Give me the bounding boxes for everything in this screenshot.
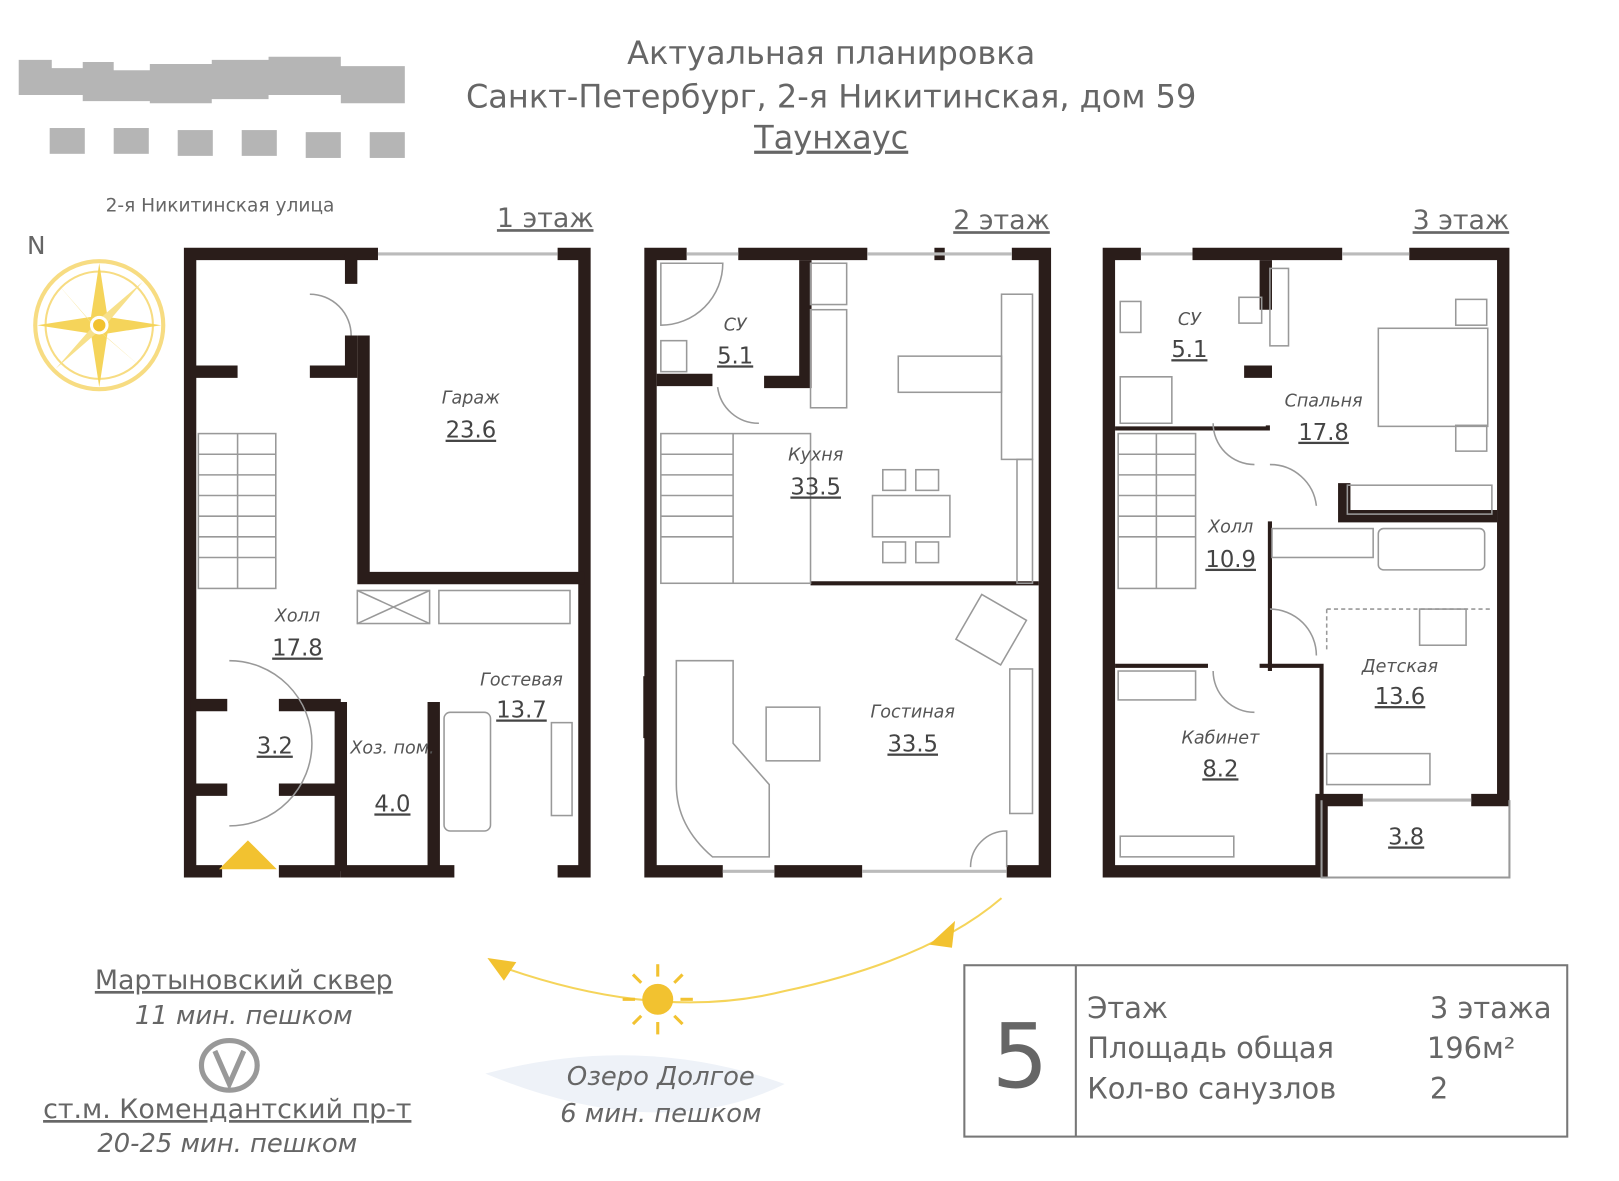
room-area: 4.0: [374, 791, 410, 817]
room-area: 13.6: [1375, 684, 1426, 710]
room-area: 33.5: [887, 732, 938, 758]
room-name: Холл: [274, 606, 320, 626]
room-name: СУ: [1178, 310, 1202, 330]
property-type: Таунхаус: [753, 119, 908, 157]
logo: [18, 56, 405, 158]
lake-name: Озеро Долгое: [567, 1062, 755, 1092]
room-area: 23.6: [446, 418, 497, 444]
entrance-marker-icon: [219, 840, 277, 870]
room-area: 17.8: [1298, 420, 1349, 446]
park-name: Мартыновский сквер: [95, 965, 393, 996]
compass-rose-icon: [33, 259, 166, 392]
floor-3-label: 3 этаж: [1413, 205, 1510, 236]
room-name: Детская: [1361, 657, 1438, 677]
floor-1-label: 1 этаж: [497, 203, 594, 234]
summary-value: 2: [1430, 1071, 1448, 1105]
room-name: Кабинет: [1181, 728, 1260, 748]
room-area: 5.1: [1171, 337, 1207, 363]
north-label: N: [27, 231, 46, 260]
sun-icon: [622, 964, 693, 1035]
street-label: 2-я Никитинская улица: [106, 196, 335, 217]
room-name: Спальня: [1285, 392, 1363, 412]
room-name: СУ: [724, 315, 748, 335]
room-area: 17.8: [272, 636, 323, 662]
room-name: Гостевая: [480, 670, 563, 690]
summary-label: Площадь общая: [1087, 1031, 1334, 1065]
room-area: 33.5: [790, 474, 841, 500]
sun-path: [485, 897, 1003, 1113]
floor-3-plan: СУ 5.1 Спальня 17.8 Холл 10.9 Детская 13…: [1102, 247, 1511, 879]
room-area: 3.8: [1388, 824, 1424, 850]
floor-2-plan: СУ 5.1 Кухня 33.5 Гостиная 33.5: [643, 247, 1052, 878]
address: Санкт-Петербург, 2-я Никитинская, дом 59: [466, 77, 1196, 115]
room-area: 13.7: [496, 697, 547, 723]
summary-label: Этаж: [1087, 991, 1168, 1025]
room-area: 10.9: [1205, 547, 1256, 573]
metro-logo-icon: [198, 1038, 260, 1093]
summary-label: Кол-во санузлов: [1087, 1071, 1336, 1105]
summary-value: 196м²: [1427, 1031, 1516, 1065]
summary-value: 3 этажа: [1430, 991, 1552, 1025]
room-name: Кухня: [788, 445, 843, 465]
room-area: 3.2: [257, 734, 293, 760]
room-name: Хоз. пом.: [349, 739, 434, 759]
floor-1-plan: Гараж 23.6 Холл 17.8 3.2 Хоз. пом. 4.0 Г…: [183, 247, 591, 878]
room-area: 8.2: [1202, 756, 1238, 782]
room-area: 5.1: [717, 343, 753, 369]
metro-time: 20-25 мин. пешком: [97, 1129, 357, 1159]
room-name: Холл: [1207, 518, 1253, 538]
townhouse-number: 5: [992, 1005, 1048, 1108]
room-name: Гостиная: [870, 702, 955, 722]
lake-time: 6 мин. пешком: [560, 1099, 761, 1129]
summary-box: 5 Этаж 3 этажа Площадь общая 196м² Кол-в…: [963, 964, 1569, 1138]
room-name: Гараж: [442, 389, 500, 409]
page-title: Актуальная планировка: [627, 34, 1035, 72]
floor-2-label: 2 этаж: [953, 205, 1050, 236]
park-time: 11 мин. пешком: [135, 1001, 353, 1031]
metro-name: ст.м. Комендантский пр-т: [43, 1094, 411, 1125]
